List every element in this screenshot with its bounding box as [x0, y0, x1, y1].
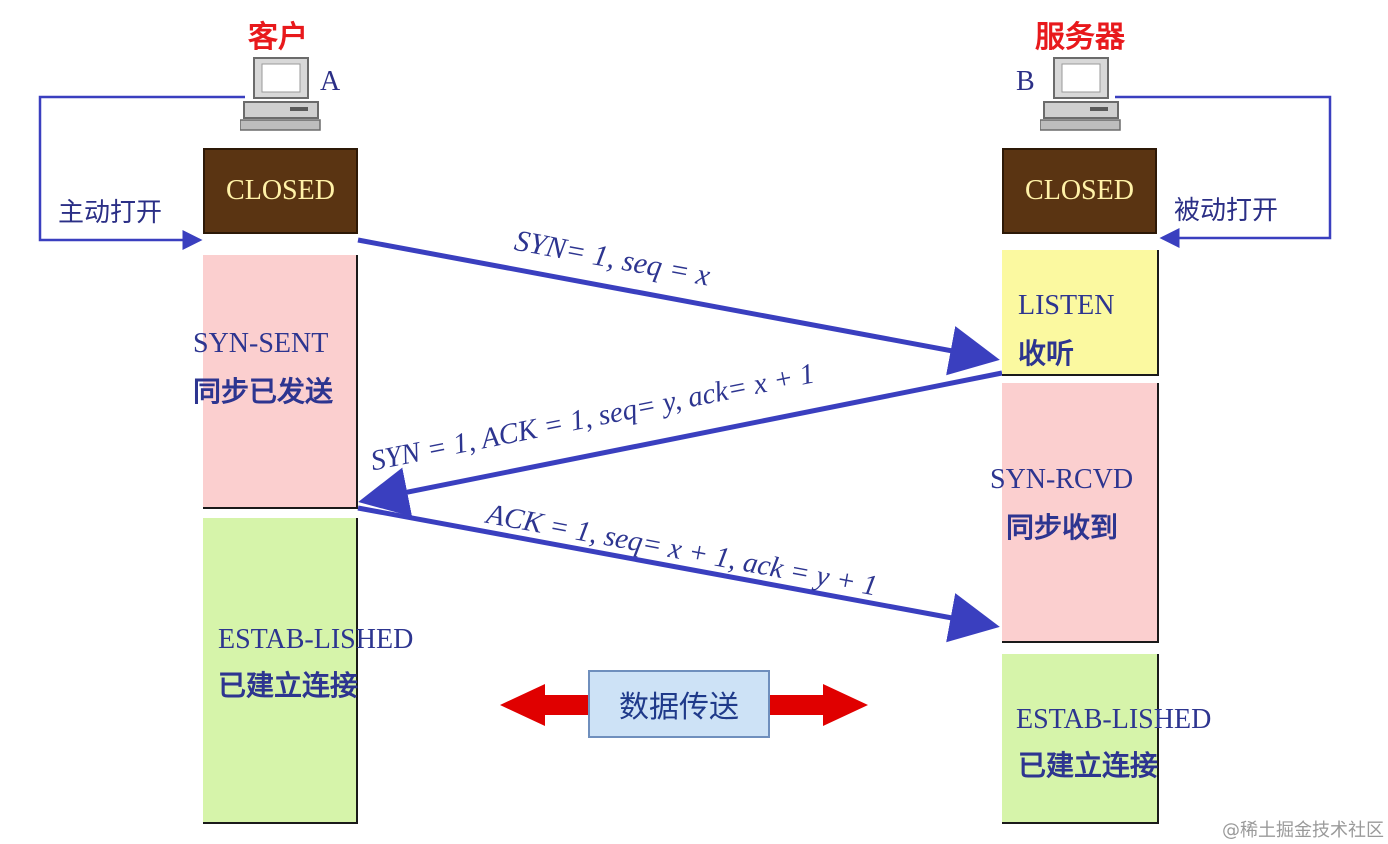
syn-ack-arrow [358, 370, 1003, 517]
server-established-state [1002, 654, 1159, 824]
server-closed-label: CLOSED [1025, 175, 1134, 206]
client-syn-sent-state [203, 255, 358, 509]
server-title: 服务器 [1035, 20, 1125, 55]
server-listen-state [1002, 250, 1159, 376]
client-established-zh-label: 已建立连接 [218, 669, 359, 702]
ack-arrow [357, 505, 1000, 643]
client-open-loop-line [38, 95, 245, 250]
client-established-state [203, 518, 358, 824]
server-computer-icon [1040, 57, 1121, 131]
syn-rcvd-label: SYN-RCVD [990, 464, 1134, 495]
client-closed-label: CLOSED [226, 175, 335, 206]
client-computer-icon [240, 57, 321, 131]
syn-arrow [357, 237, 1000, 376]
data-transfer-box: 数据传送 [588, 670, 770, 738]
client-established-label: ESTAB-LISHED [218, 624, 414, 655]
data-transfer-left-arrow [500, 684, 592, 726]
server-letter: B [1016, 66, 1035, 97]
syn-sent-zh-label: 同步已发送 [193, 375, 334, 408]
syn-rcvd-zh-label: 同步收到 [1006, 511, 1119, 544]
client-closed-state: CLOSED [203, 148, 358, 234]
server-closed-state: CLOSED [1002, 148, 1157, 234]
data-transfer-right-arrow [770, 684, 868, 726]
data-transfer-label: 数据传送 [619, 690, 739, 725]
client-open-label: 主动打开 [58, 198, 163, 228]
server-syn-rcvd-state [1002, 383, 1159, 643]
listen-zh-label: 收听 [1018, 337, 1075, 370]
server-open-label: 被动打开 [1174, 196, 1279, 226]
server-established-label: ESTAB-LISHED [1016, 704, 1212, 735]
listen-label: LISTEN [1018, 290, 1115, 321]
watermark: @稀土掘金技术社区 [1222, 820, 1384, 841]
client-letter: A [320, 66, 341, 97]
syn-sent-label: SYN-SENT [193, 328, 329, 359]
server-open-loop-line [1115, 95, 1332, 248]
client-title: 客户 [248, 20, 308, 55]
server-established-zh-label: 已建立连接 [1018, 749, 1159, 782]
